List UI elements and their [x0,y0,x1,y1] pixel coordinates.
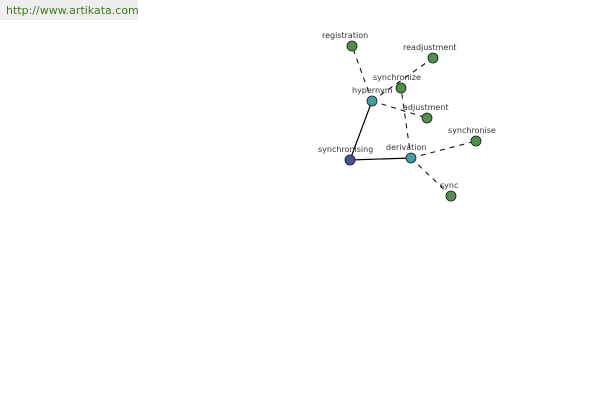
url-banner: http://www.artikata.com [0,0,139,20]
node-registration[interactable]: registration [322,31,368,52]
node-label-adjustment[interactable]: adjustment [403,103,449,112]
node-circle-synchronize[interactable] [395,82,407,94]
node-synchronize[interactable]: synchronize [373,73,421,94]
node-circle-synchronising[interactable] [344,154,356,166]
node-derivation[interactable]: derivation [386,143,426,164]
edge-derivation-synchronize [400,87,412,159]
node-adjustment[interactable]: adjustment [403,103,449,124]
node-circle-adjustment[interactable] [421,112,433,124]
node-circle-hypernym[interactable] [366,95,378,107]
node-circle-derivation[interactable] [405,152,417,164]
node-readjustment[interactable]: readjustment [403,43,457,64]
node-synchronising[interactable]: synchronising [318,145,373,166]
node-synchronise[interactable]: synchronise [448,126,496,147]
node-hypernym[interactable]: hypernym [352,86,393,107]
site-url-link[interactable]: http://www.artikata.com [6,4,139,17]
graph-nodes: synchronising hypernym derivation registrat… [318,31,496,202]
edge-synchronising-hypernym [349,100,373,161]
node-sync[interactable]: sync [440,181,458,202]
node-label-derivation[interactable]: derivation [386,143,426,152]
node-label-hypernym[interactable]: hypernym [352,86,393,95]
edge-derivation-sync [410,157,452,197]
node-circle-registration[interactable] [346,40,358,52]
node-label-registration[interactable]: registration [322,31,368,40]
node-label-readjustment[interactable]: readjustment [403,43,457,52]
node-label-synchronise[interactable]: synchronise [448,126,496,135]
edge-derivation-synchronise [410,140,477,159]
edge-synchronising-derivation [349,157,412,161]
node-label-synchronising[interactable]: synchronising [318,145,373,154]
graph-edges [349,45,477,197]
node-circle-readjustment[interactable] [427,52,439,64]
edge-hypernym-readjustment [371,57,434,102]
node-label-synchronize[interactable]: synchronize [373,73,421,82]
node-circle-synchronise[interactable] [470,135,482,147]
node-label-sync[interactable]: sync [440,181,458,190]
node-circle-sync[interactable] [445,190,457,202]
